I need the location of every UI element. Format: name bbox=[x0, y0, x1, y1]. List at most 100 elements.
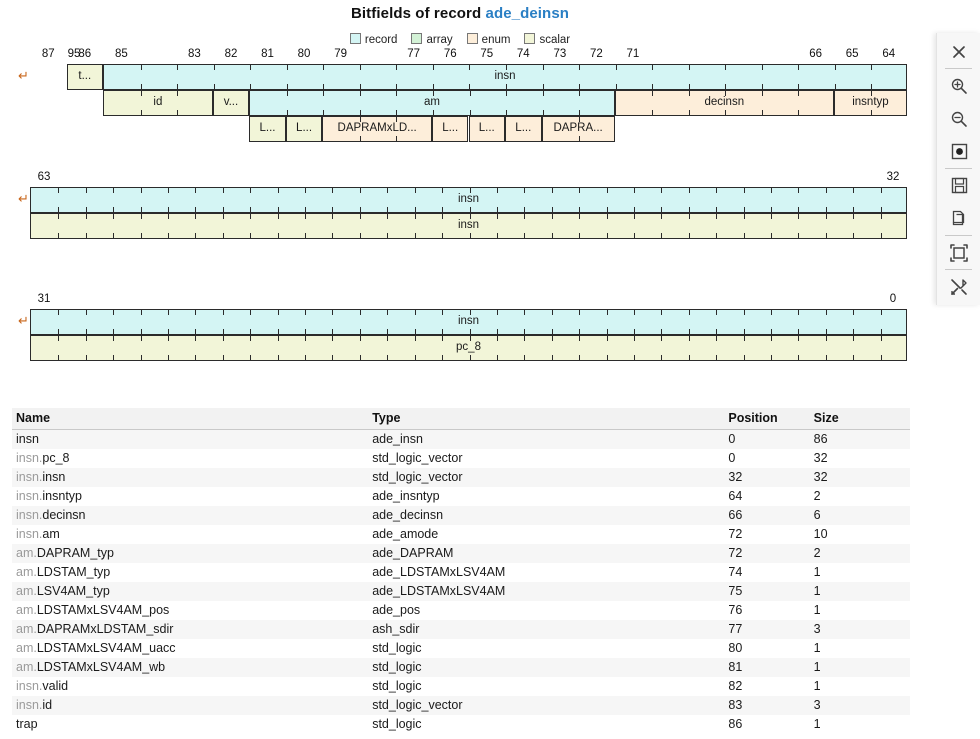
cell-type: ade_DAPRAM bbox=[372, 546, 454, 560]
bit-tick bbox=[396, 136, 398, 141]
bitfield-cell-insn.insn[interactable]: insn bbox=[30, 213, 907, 239]
bit-tick bbox=[195, 355, 197, 360]
bitfield-cell-valid[interactable]: v... bbox=[212, 90, 250, 116]
bitfield-lane-1: insn bbox=[0, 213, 920, 239]
bit-tick bbox=[332, 214, 334, 219]
bitfield-cell-LSV4AM_typ[interactable]: L... bbox=[468, 116, 506, 142]
bitfield-cell-insn[interactable]: insn bbox=[103, 64, 907, 90]
bit-tick bbox=[359, 355, 361, 360]
fit-screen-icon[interactable] bbox=[937, 236, 980, 269]
copy-icon[interactable] bbox=[937, 202, 980, 235]
save-icon[interactable] bbox=[937, 169, 980, 202]
bitfield-cell-insntyp[interactable]: insntyp bbox=[833, 90, 907, 116]
cell-name-leaf: valid bbox=[42, 679, 69, 693]
bitfield-cell-LDSTAMxLSV4AM_wb[interactable]: L... bbox=[249, 116, 286, 142]
zoom-reset-icon[interactable] bbox=[937, 135, 980, 168]
bit-tick bbox=[496, 355, 498, 360]
cell-position: 77 bbox=[728, 622, 743, 636]
column-header-name[interactable]: Name bbox=[12, 408, 369, 430]
bit-tick bbox=[222, 355, 224, 360]
bit-tick bbox=[606, 355, 608, 360]
bit-tick bbox=[579, 207, 581, 212]
bit-tick bbox=[140, 207, 142, 212]
bit-tick bbox=[85, 355, 87, 360]
close-icon[interactable] bbox=[937, 35, 980, 68]
bit-tick bbox=[716, 188, 718, 193]
cell-size: 2 bbox=[813, 546, 821, 560]
bitfield-cell-DAPRAMxLDSTAM_sdir[interactable]: DAPRAMxLD... bbox=[322, 116, 432, 142]
bitfield-cell-DAPRAM_typ[interactable]: DAPRA... bbox=[541, 116, 615, 142]
bit-tick bbox=[396, 117, 398, 122]
bit-tick bbox=[524, 336, 526, 341]
bit-tick bbox=[414, 329, 416, 334]
cell-name-prefix: am. bbox=[16, 546, 37, 560]
column-header-position[interactable]: Position bbox=[724, 408, 810, 430]
page-title: Bitfields of record ade_deinsn bbox=[0, 5, 920, 22]
bit-tick bbox=[305, 310, 307, 315]
bit-tick bbox=[387, 355, 389, 360]
bitfield-cell-LDSTAMxLSV4AM_pos[interactable]: L... bbox=[431, 116, 469, 142]
cell-type: ade_insntyp bbox=[372, 489, 440, 503]
bitfield-cell-LDSTAM_typ[interactable]: L... bbox=[505, 116, 542, 142]
bit-tick bbox=[323, 110, 325, 115]
cell-name: am.DAPRAMxLDSTAM_sdir bbox=[12, 620, 368, 639]
bitfield-cell-am[interactable]: am bbox=[249, 90, 615, 116]
bit-tick bbox=[140, 355, 142, 360]
bit-tick bbox=[725, 65, 727, 70]
bit-tick bbox=[168, 336, 170, 341]
column-header-size[interactable]: Size bbox=[809, 408, 910, 430]
bit-tick bbox=[661, 233, 663, 238]
bitfield-cell-trap[interactable]: t... bbox=[66, 64, 104, 90]
bit-tick bbox=[615, 84, 617, 89]
cell-name-prefix: am. bbox=[16, 660, 37, 674]
tools-icon[interactable] bbox=[937, 270, 980, 303]
bitfield-cell-id[interactable]: id bbox=[103, 90, 213, 116]
zoom-in-icon[interactable] bbox=[937, 69, 980, 102]
cell-size: 1 bbox=[813, 603, 821, 617]
bitfield-cell-insn[interactable]: insn bbox=[30, 309, 907, 335]
bitfield-cell-LDSTAMxLSV4AM_uacc[interactable]: L... bbox=[285, 116, 323, 142]
cell-name-prefix: am. bbox=[16, 584, 37, 598]
bit-tick bbox=[496, 336, 498, 341]
zoom-out-icon[interactable] bbox=[937, 102, 980, 135]
bit-tick bbox=[551, 329, 553, 334]
bit-tick bbox=[387, 188, 389, 193]
bit-tick bbox=[195, 336, 197, 341]
column-header-type[interactable]: Type bbox=[368, 408, 725, 430]
cell-name-leaf: LDSTAMxLSV4AM_uacc bbox=[36, 641, 176, 655]
bitfield-cell-insn.pc_8[interactable]: pc_8 bbox=[30, 335, 907, 361]
cell-name: insn.insntyp bbox=[12, 487, 368, 506]
bit-tick bbox=[195, 233, 197, 238]
bit-tick bbox=[58, 310, 60, 315]
bitfield-cell-insn[interactable]: insn bbox=[30, 187, 907, 213]
bit-tick bbox=[286, 84, 288, 89]
bit-tick bbox=[396, 110, 398, 115]
bit-tick bbox=[222, 233, 224, 238]
cell-name-leaf: insntyp bbox=[42, 489, 83, 503]
bit-tick bbox=[85, 188, 87, 193]
bit-tick bbox=[880, 336, 882, 341]
cell-size: 6 bbox=[813, 508, 821, 522]
bit-tick bbox=[469, 84, 471, 89]
bit-tick bbox=[542, 65, 544, 70]
bit-tick bbox=[469, 110, 471, 115]
cell-name-prefix: insn. bbox=[16, 470, 43, 484]
bitfield-cell-decinsn[interactable]: decinsn bbox=[614, 90, 834, 116]
bit-tick bbox=[250, 84, 252, 89]
